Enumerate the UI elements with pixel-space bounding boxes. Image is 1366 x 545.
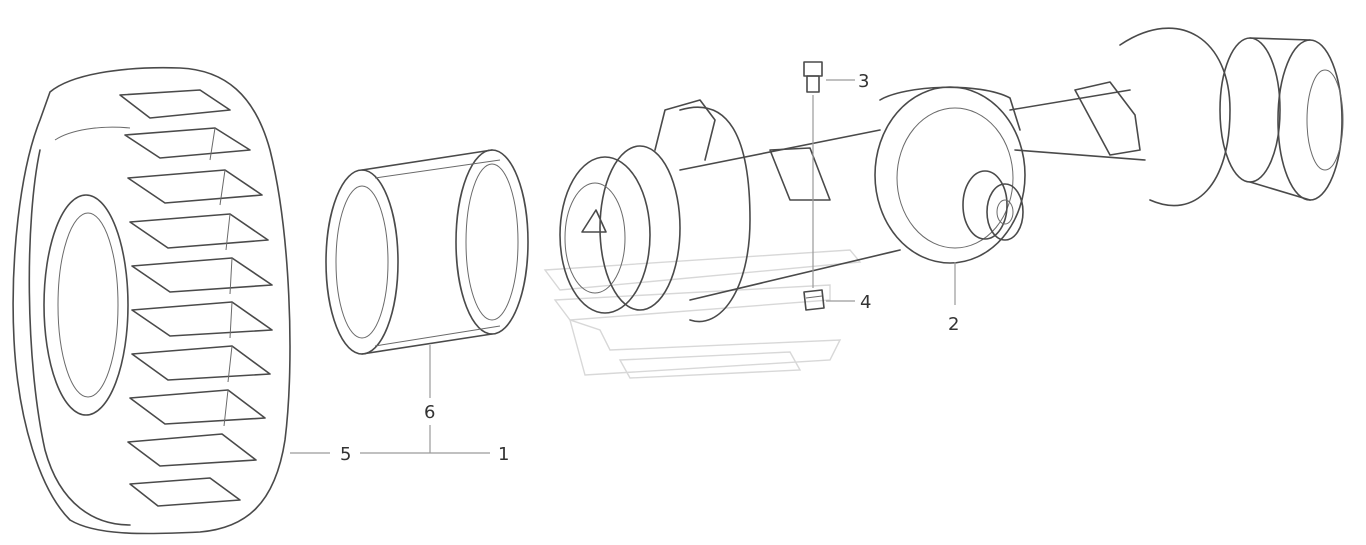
wheel-rim bbox=[325, 149, 529, 355]
callout-6: 6 bbox=[424, 402, 435, 423]
callout-1: 1 bbox=[498, 444, 509, 465]
nut bbox=[803, 289, 825, 311]
callout-2: 2 bbox=[948, 314, 959, 335]
bolt bbox=[803, 61, 823, 93]
drive-axle bbox=[559, 27, 1344, 323]
tire bbox=[12, 66, 291, 535]
watermark-logo bbox=[543, 249, 862, 379]
callout-4: 4 bbox=[860, 292, 871, 313]
callout-5: 5 bbox=[340, 444, 351, 465]
tire-tread bbox=[119, 89, 273, 507]
leader-lines bbox=[290, 79, 956, 454]
callout-3: 3 bbox=[858, 71, 869, 92]
